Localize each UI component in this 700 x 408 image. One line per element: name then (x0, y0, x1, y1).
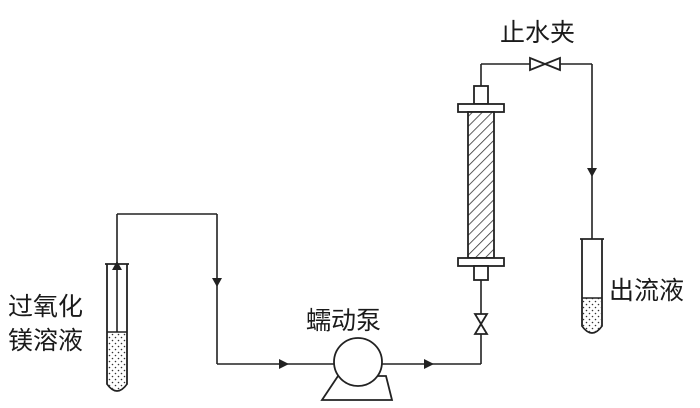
effluent-label: 出流液 (609, 276, 685, 305)
effluent-test-tube (580, 238, 604, 334)
column-bottom-flange (457, 257, 505, 267)
source-label-line1: 过氧化 (8, 292, 84, 321)
source-liquid (108, 332, 126, 390)
packed-column (457, 85, 505, 281)
effluent-liquid (583, 298, 601, 332)
clamp-label: 止水夹 (500, 18, 576, 47)
effluent-tubing (480, 63, 597, 250)
column-top-cap (473, 85, 489, 105)
pump-label: 蠕动泵 (306, 306, 382, 335)
flow-arrow-up (112, 261, 122, 270)
bottom-valve (473, 313, 489, 335)
pump-head (333, 337, 383, 387)
top-clamp-valve (529, 56, 561, 72)
column-top-flange (457, 103, 505, 113)
peristaltic-pump (320, 337, 394, 401)
flow-arrow-right-1 (279, 359, 289, 369)
source-label-line2: 镁溶液 (8, 326, 84, 355)
intake-tubing (112, 213, 336, 369)
column-bottom-cap (473, 265, 489, 281)
flow-arrow-down-2 (587, 168, 597, 177)
column-body (467, 111, 495, 259)
flow-arrow-right-2 (424, 359, 434, 369)
flow-arrow-down (212, 278, 222, 287)
outlet-tubing (382, 280, 482, 369)
